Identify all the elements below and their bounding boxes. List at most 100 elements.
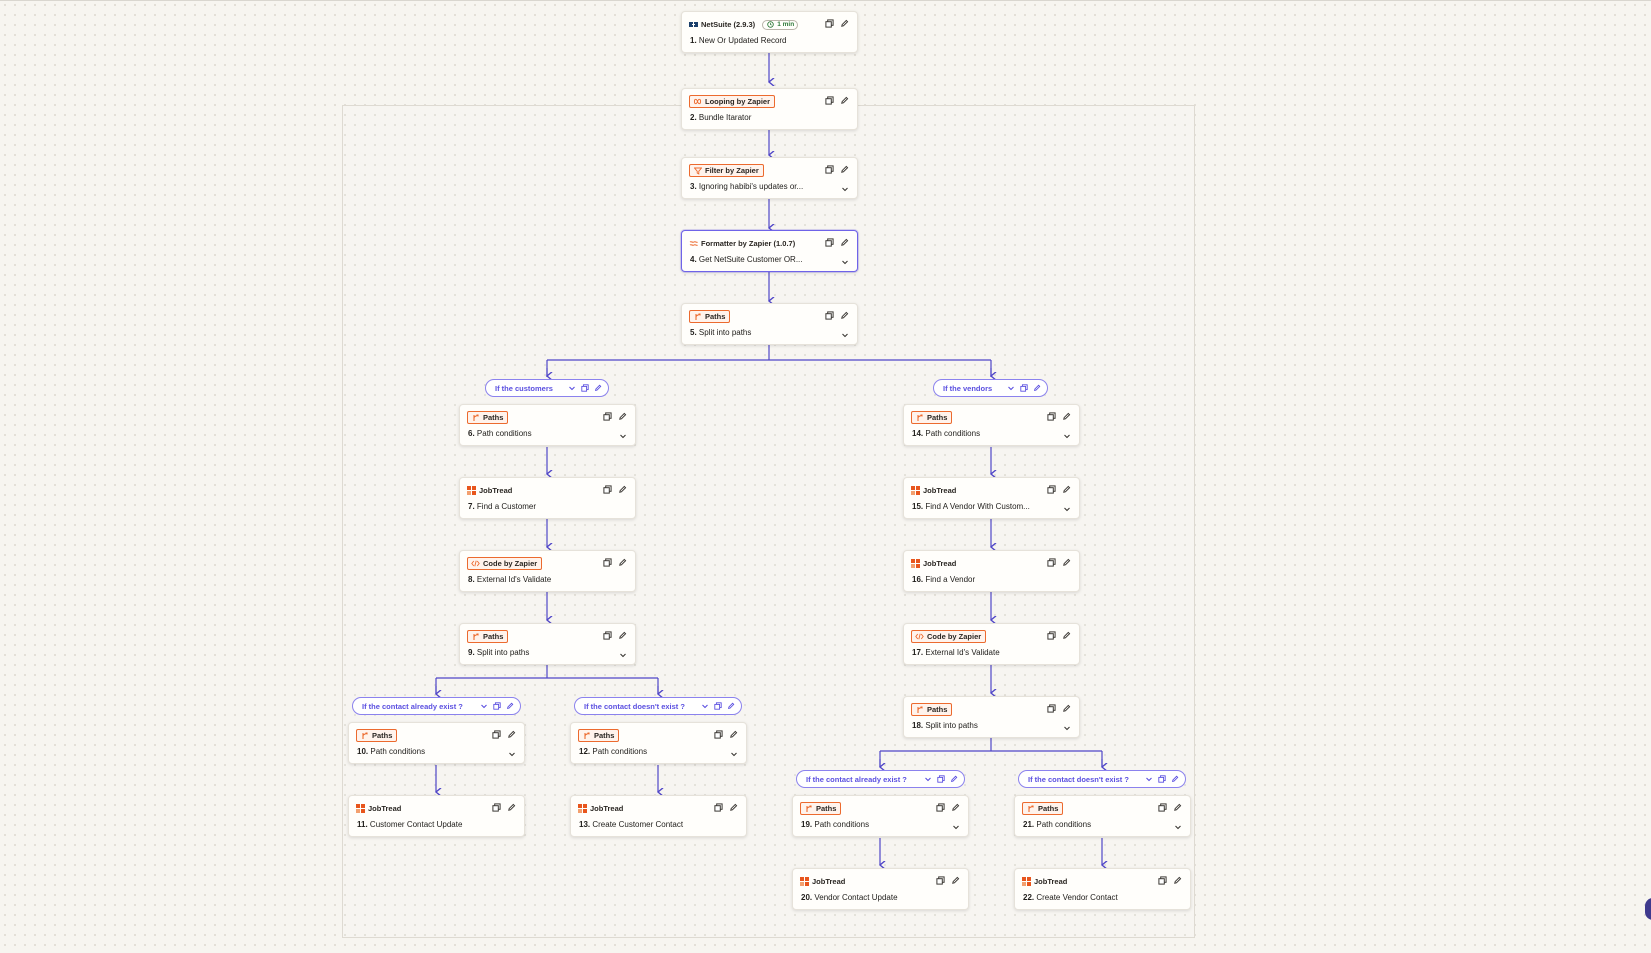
edit-pencil-icon[interactable] — [1032, 384, 1041, 393]
step-15-card[interactable]: JobTread 15. Find A Vendor With Custom..… — [903, 477, 1080, 519]
edit-pencil-icon[interactable] — [839, 310, 850, 321]
chevron-down-icon[interactable] — [728, 748, 739, 759]
edit-pencil-icon[interactable] — [950, 802, 961, 813]
duplicate-icon[interactable] — [713, 729, 724, 740]
step-22-card[interactable]: JobTread 22. Create Vendor Contact — [1014, 868, 1191, 910]
step-13-card[interactable]: JobTread 13. Create Customer Contact — [570, 795, 747, 837]
edit-pencil-icon[interactable] — [617, 557, 628, 568]
duplicate-icon[interactable] — [1046, 557, 1057, 568]
path-branch-v-notexist[interactable]: If the contact doesn't exist ? — [1018, 770, 1186, 788]
edit-pencil-icon[interactable] — [839, 18, 850, 29]
edit-pencil-icon[interactable] — [1172, 802, 1183, 813]
step-12-card[interactable]: Paths 12. Path conditions — [570, 722, 747, 764]
edit-pencil-icon[interactable] — [1170, 775, 1179, 784]
duplicate-icon[interactable] — [824, 310, 835, 321]
duplicate-icon[interactable] — [491, 729, 502, 740]
step-4-card[interactable]: Formatter by Zapier (1.0.7) 4. Get NetSu… — [681, 230, 858, 272]
edit-pencil-icon[interactable] — [839, 164, 850, 175]
edit-pencil-icon[interactable] — [839, 237, 850, 248]
edit-pencil-icon[interactable] — [839, 95, 850, 106]
step-16-card[interactable]: JobTread 16. Find a Vendor — [903, 550, 1080, 592]
path-branch-v-exist[interactable]: If the contact already exist ? — [796, 770, 965, 788]
step-9-card[interactable]: Paths 9. Split into paths — [459, 623, 636, 665]
chevron-down-icon[interactable] — [617, 430, 628, 441]
step-5-card[interactable]: Paths 5. Split into paths — [681, 303, 858, 345]
duplicate-icon[interactable] — [824, 18, 835, 29]
chevron-down-icon[interactable] — [506, 748, 517, 759]
edit-pencil-icon[interactable] — [506, 729, 517, 740]
duplicate-icon[interactable] — [936, 775, 945, 784]
step-17-card[interactable]: Code by Zapier 17. External Id's Validat… — [903, 623, 1080, 665]
edit-pencil-icon[interactable] — [617, 630, 628, 641]
step-3-card[interactable]: Filter by Zapier 3. Ignoring habibi's up… — [681, 157, 858, 199]
duplicate-icon[interactable] — [491, 802, 502, 813]
duplicate-icon[interactable] — [1157, 775, 1166, 784]
step-6-card[interactable]: Paths 6. Path conditions — [459, 404, 636, 446]
edit-pencil-icon[interactable] — [1061, 703, 1072, 714]
edit-pencil-icon[interactable] — [505, 702, 514, 711]
chevron-down-icon[interactable] — [1006, 384, 1015, 393]
side-panel-handle[interactable] — [1645, 898, 1651, 920]
step-18-card[interactable]: Paths 18. Split into paths — [903, 696, 1080, 738]
path-branch-customers[interactable]: If the customers — [485, 379, 609, 397]
duplicate-icon[interactable] — [602, 630, 613, 641]
step-14-card[interactable]: Paths 14. Path conditions — [903, 404, 1080, 446]
edit-pencil-icon[interactable] — [728, 729, 739, 740]
step-21-card[interactable]: Paths 21. Path conditions — [1014, 795, 1191, 837]
chevron-down-icon[interactable] — [923, 775, 932, 784]
edit-pencil-icon[interactable] — [728, 802, 739, 813]
chevron-down-icon[interactable] — [1144, 775, 1153, 784]
duplicate-icon[interactable] — [602, 557, 613, 568]
chevron-down-icon[interactable] — [1061, 503, 1072, 514]
chevron-down-icon[interactable] — [700, 702, 709, 711]
duplicate-icon[interactable] — [1157, 802, 1168, 813]
edit-pencil-icon[interactable] — [1061, 630, 1072, 641]
path-branch-c-notexist[interactable]: If the contact doesn't exist ? — [574, 697, 742, 715]
edit-pencil-icon[interactable] — [1061, 484, 1072, 495]
chevron-down-icon[interactable] — [839, 256, 850, 267]
path-branch-c-exist[interactable]: If the contact already exist ? — [352, 697, 521, 715]
chevron-down-icon[interactable] — [479, 702, 488, 711]
duplicate-icon[interactable] — [1046, 703, 1057, 714]
edit-pencil-icon[interactable] — [617, 484, 628, 495]
edit-pencil-icon[interactable] — [950, 875, 961, 886]
chevron-down-icon[interactable] — [839, 329, 850, 340]
duplicate-icon[interactable] — [1046, 630, 1057, 641]
duplicate-icon[interactable] — [713, 702, 722, 711]
step-10-card[interactable]: Paths 10. Path conditions — [348, 722, 525, 764]
step-19-card[interactable]: Paths 19. Path conditions — [792, 795, 969, 837]
step-7-card[interactable]: JobTread 7. Find a Customer — [459, 477, 636, 519]
chevron-down-icon[interactable] — [1061, 430, 1072, 441]
duplicate-icon[interactable] — [602, 484, 613, 495]
duplicate-icon[interactable] — [580, 384, 589, 393]
duplicate-icon[interactable] — [824, 237, 835, 248]
step-1-trigger[interactable]: NetSuite (2.9.3) 1 min 1. New Or Updated… — [681, 11, 858, 53]
edit-pencil-icon[interactable] — [593, 384, 602, 393]
chevron-down-icon[interactable] — [617, 649, 628, 660]
duplicate-icon[interactable] — [1046, 411, 1057, 422]
edit-pencil-icon[interactable] — [1061, 557, 1072, 568]
edit-pencil-icon[interactable] — [726, 702, 735, 711]
step-11-card[interactable]: JobTread 11. Customer Contact Update — [348, 795, 525, 837]
duplicate-icon[interactable] — [713, 802, 724, 813]
path-branch-vendors[interactable]: If the vendors — [933, 379, 1048, 397]
edit-pencil-icon[interactable] — [949, 775, 958, 784]
duplicate-icon[interactable] — [1019, 384, 1028, 393]
step-20-card[interactable]: JobTread 20. Vendor Contact Update — [792, 868, 969, 910]
duplicate-icon[interactable] — [1046, 484, 1057, 495]
duplicate-icon[interactable] — [492, 702, 501, 711]
chevron-down-icon[interactable] — [839, 183, 850, 194]
chevron-down-icon[interactable] — [1061, 722, 1072, 733]
duplicate-icon[interactable] — [935, 802, 946, 813]
step-2-card[interactable]: Looping by Zapier 2. Bundle Itarator — [681, 88, 858, 130]
chevron-down-icon[interactable] — [1172, 821, 1183, 832]
edit-pencil-icon[interactable] — [617, 411, 628, 422]
edit-pencil-icon[interactable] — [1172, 875, 1183, 886]
duplicate-icon[interactable] — [824, 95, 835, 106]
duplicate-icon[interactable] — [602, 411, 613, 422]
duplicate-icon[interactable] — [824, 164, 835, 175]
chevron-down-icon[interactable] — [567, 384, 576, 393]
chevron-down-icon[interactable] — [950, 821, 961, 832]
duplicate-icon[interactable] — [1157, 875, 1168, 886]
duplicate-icon[interactable] — [935, 875, 946, 886]
